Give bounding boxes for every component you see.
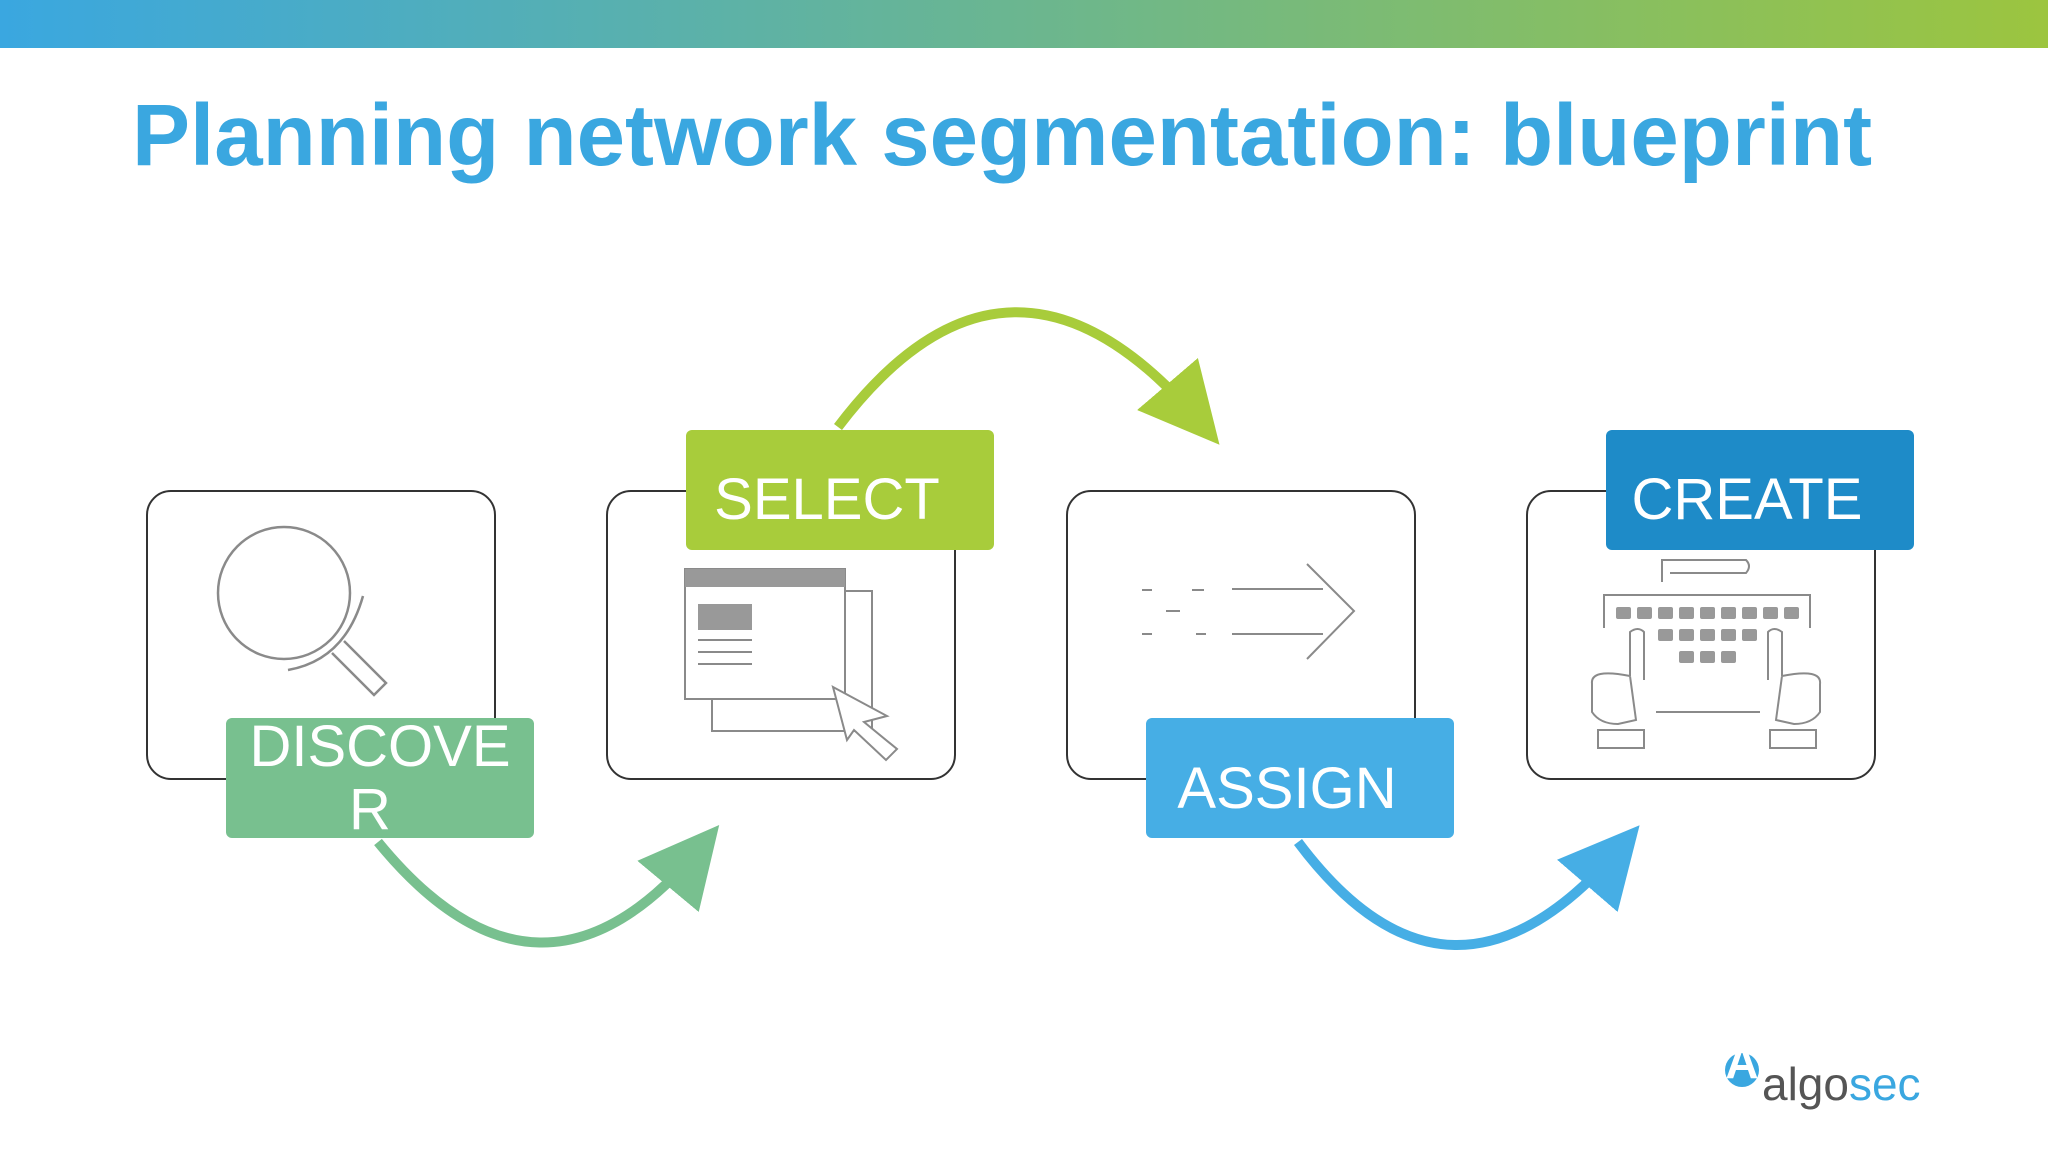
logo-wordmark: algosec — [1762, 1058, 1921, 1110]
create-label: CREATE — [1632, 467, 1863, 532]
logo-wordmark-part1: algo — [1762, 1058, 1849, 1110]
forward-arrow-icon — [1142, 563, 1356, 660]
discover-label-line-1: DISCOVE — [249, 714, 510, 779]
discover-label-line-2: R — [349, 777, 391, 842]
discover-label-box: DISCOVE R — [226, 714, 534, 842]
assign-label-box: ASSIGN — [1146, 718, 1454, 838]
logo-wordmark-part2: sec — [1849, 1058, 1921, 1110]
algosec-logo: A algosec — [1725, 1036, 1921, 1110]
discover-to-select-arrow — [374, 824, 720, 948]
select-to-assign-arrow — [834, 307, 1220, 445]
slide-title: Planning network segmentation: blueprint — [132, 87, 1873, 184]
assign-to-create-arrow — [1293, 825, 1640, 950]
logo-symbol-letter: A — [1725, 1036, 1758, 1088]
select-label-box: SELECT — [686, 430, 994, 550]
keyboard-hands-icon — [1590, 559, 1822, 749]
magnifier-icon — [216, 525, 388, 697]
create-label-box: CREATE — [1606, 430, 1914, 550]
select-label: SELECT — [714, 467, 940, 532]
logo-symbol-icon — [1725, 1053, 1759, 1087]
top-gradient-bar — [0, 0, 2048, 48]
window-cursor-icon — [684, 568, 899, 762]
assign-label: ASSIGN — [1177, 756, 1396, 821]
